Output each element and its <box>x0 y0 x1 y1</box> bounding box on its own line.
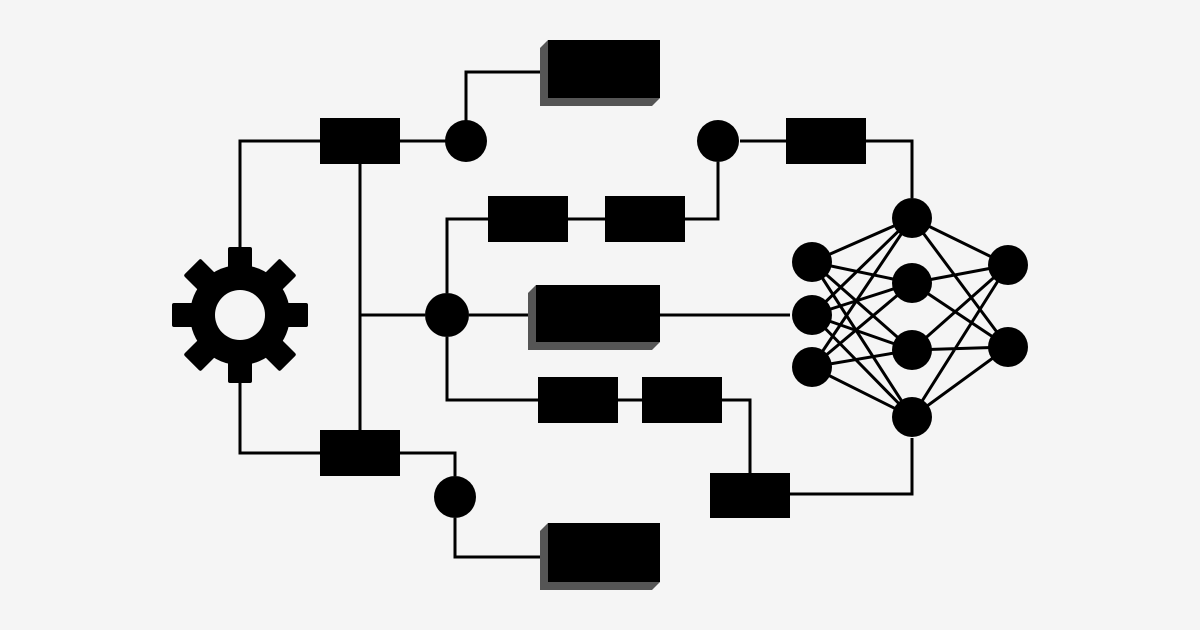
neural-network-icon <box>792 198 1028 437</box>
network-input-node <box>792 295 832 335</box>
network-output-node <box>988 245 1028 285</box>
block-upper-right <box>786 118 866 164</box>
upper-branch-to-node <box>685 162 720 221</box>
connector-lines <box>238 70 914 559</box>
upper-block-to-net <box>866 139 914 198</box>
lower-branch-down <box>722 398 752 473</box>
network-hidden-node <box>892 198 932 238</box>
network-edges <box>810 216 1010 419</box>
node-top <box>445 120 487 162</box>
network-input-node <box>792 347 832 387</box>
junction-nodes <box>425 120 739 518</box>
network-hidden-node <box>892 263 932 303</box>
gear-to-bottom-block <box>238 382 320 455</box>
block-upper-2 <box>605 196 685 242</box>
bottom-node-to-card <box>453 518 540 559</box>
hub-to-lower-branch <box>445 337 538 402</box>
block-top-left <box>320 118 400 164</box>
block-bottom-left <box>320 430 400 476</box>
top-node-to-card <box>464 70 540 122</box>
card-top <box>540 40 660 106</box>
block-lower-1 <box>538 377 618 423</box>
gear-icon <box>172 247 308 383</box>
block-lower-right <box>710 473 790 518</box>
network-output-node <box>988 327 1028 367</box>
node-upper-right <box>697 120 739 162</box>
block-upper-1 <box>488 196 568 242</box>
gear-to-top-block <box>238 139 320 250</box>
process-blocks <box>320 118 866 518</box>
node-hub <box>425 293 469 337</box>
hub-to-upper-branch <box>445 217 488 293</box>
network-hidden-node <box>892 330 932 370</box>
gear-hole <box>215 290 265 340</box>
bottom-block-to-node <box>400 451 457 476</box>
lower-block-to-net <box>790 438 914 496</box>
network-hidden-node <box>892 397 932 437</box>
card-bottom <box>540 523 660 590</box>
block-lower-2 <box>642 377 722 423</box>
node-bottom <box>434 476 476 518</box>
network-input-node <box>792 242 832 282</box>
card-center <box>528 285 660 350</box>
